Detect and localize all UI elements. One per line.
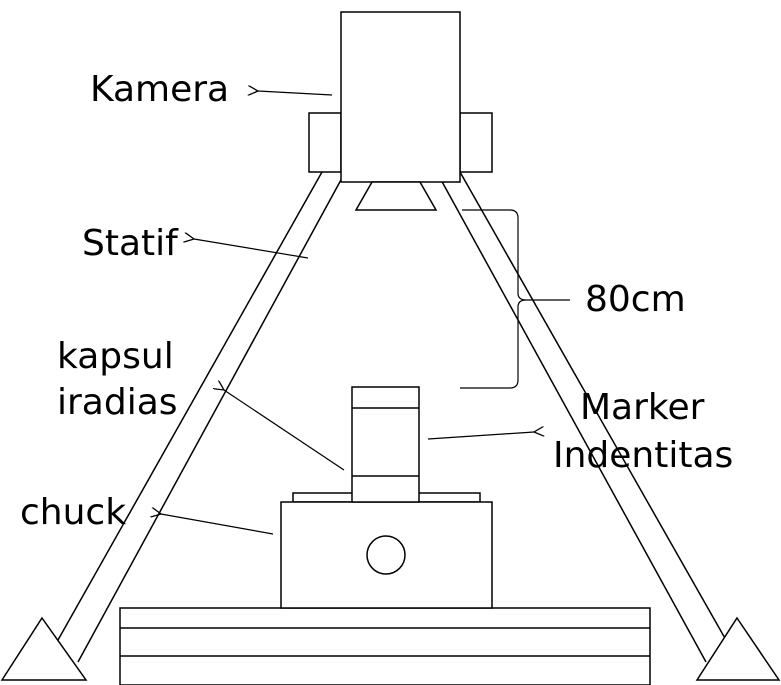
tripod-leg-left [57,171,343,663]
label-kapsul-line1: kapsul [57,336,174,377]
kamera-pointer-arrow [258,91,333,95]
tripod-foot-left [0,616,88,681]
label-statif: Statif [82,223,179,264]
label-marker-line2: Indentitas [553,435,733,476]
chuck-pointer-arrow [161,514,274,535]
label-chuck: chuck [20,492,126,533]
label-kamera: Kamera [90,69,229,110]
label-distance: 80cm [585,279,686,320]
kapsul-pointer-arrow [224,390,345,471]
tripod-foot-right [695,616,781,681]
marker-pointer-arrow [427,432,534,440]
camera-bracket-left [308,112,342,173]
camera-body [340,11,461,183]
camera-lens [354,181,438,211]
distance-bracket [460,209,570,389]
tripod-leg-right [439,171,727,663]
chuck-circle [366,535,406,575]
statif-pointer-arrow [194,239,309,259]
base-platform [119,607,651,685]
irradiation-capsule [351,386,420,503]
label-marker-line1: Marker [580,387,705,428]
camera-bracket-right [459,112,493,173]
label-kapsul-line2: iradias [57,382,178,423]
